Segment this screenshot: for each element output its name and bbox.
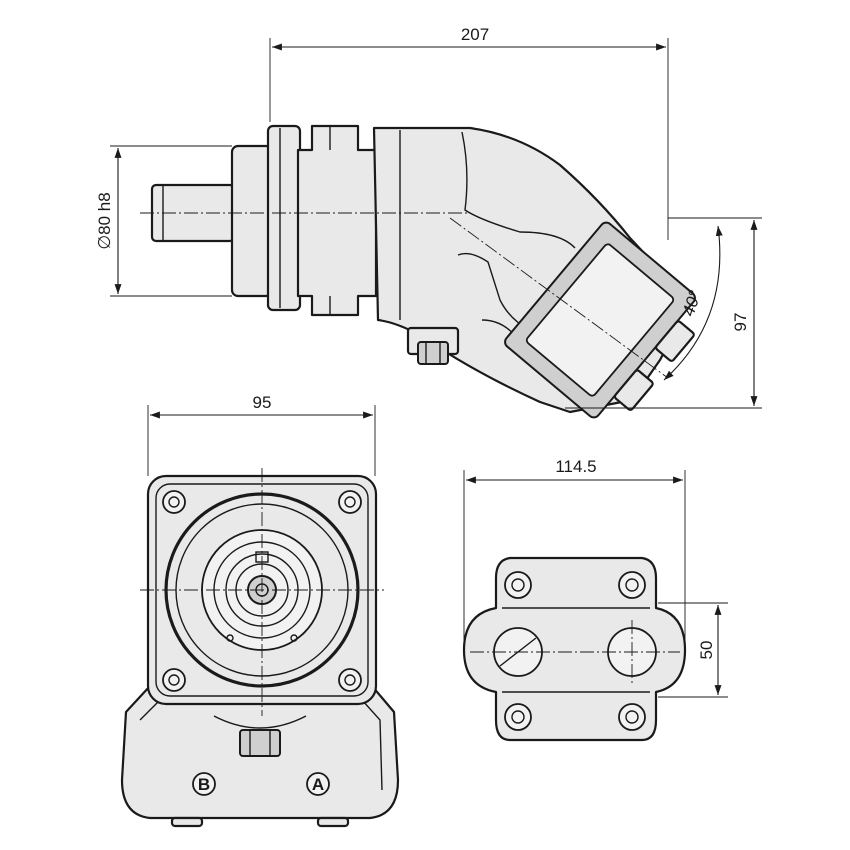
side-view	[140, 124, 696, 419]
port-plate	[462, 556, 687, 742]
port-b-label: B	[198, 775, 210, 794]
front-view: B A	[120, 468, 400, 828]
dimension-port-spacing: 50	[658, 602, 728, 698]
housing-neck	[296, 124, 378, 317]
flange-bolt-holes	[162, 490, 362, 692]
port-plate-width-label: 114.5	[555, 457, 596, 476]
pilot-diameter	[230, 144, 274, 298]
port-bolt-holes	[504, 571, 646, 731]
drain-plug	[406, 326, 460, 365]
dimension-height-offset: 97	[565, 217, 762, 409]
port-a-marker	[306, 772, 330, 796]
port-spacing-label: 50	[697, 641, 716, 660]
port-view	[462, 556, 687, 742]
shaft-diameter-label: ∅80 h8	[95, 192, 114, 249]
gauge-fitting	[239, 729, 281, 757]
flange-width-label: 95	[253, 393, 272, 412]
mounting-flange	[266, 124, 302, 312]
dimension-flange-width: 95	[147, 393, 376, 476]
port-a-label: A	[312, 775, 324, 794]
port-head	[504, 221, 696, 419]
dimension-port-plate-width: 114.5	[463, 457, 686, 640]
height-offset-label: 97	[731, 313, 750, 332]
port-b-marker	[192, 772, 216, 796]
dimension-shaft-diameter: ∅80 h8	[95, 145, 232, 297]
overall-length-label: 207	[461, 25, 489, 44]
dimension-overall-length: 207	[269, 25, 669, 240]
